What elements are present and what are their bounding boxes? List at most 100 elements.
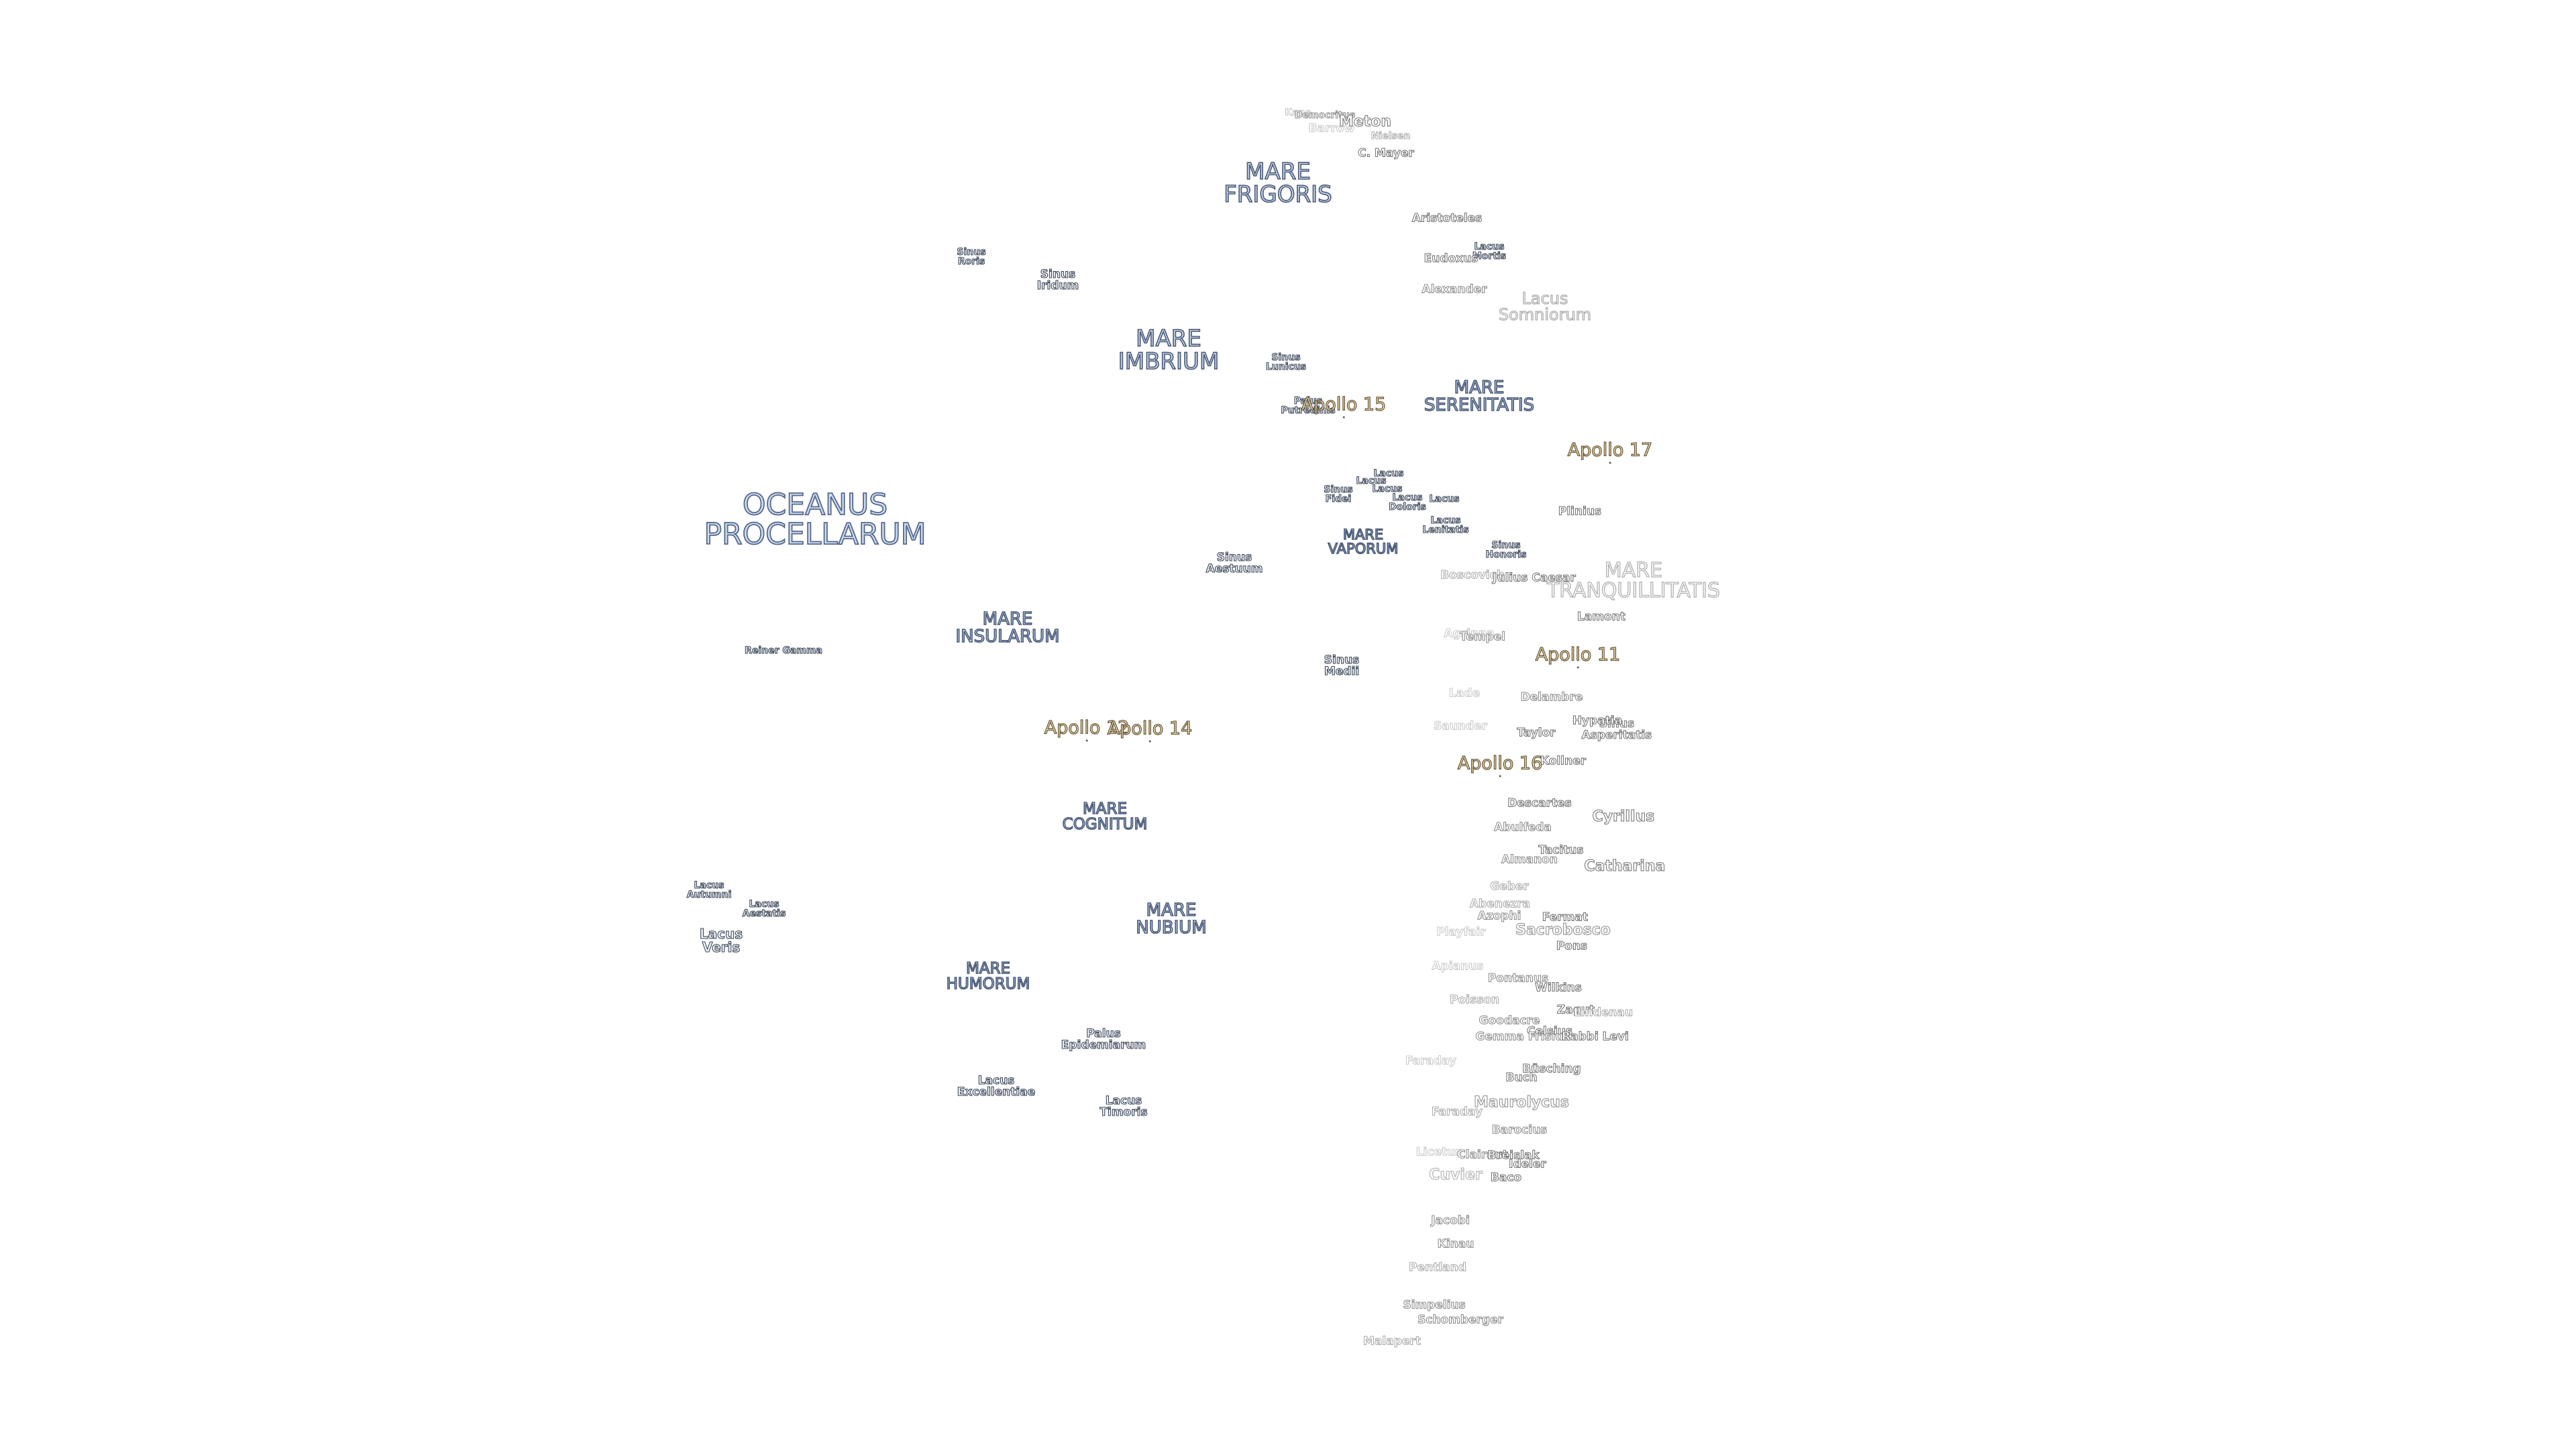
label-lacus-mortis[interactable]: Lacus Mortis bbox=[1472, 241, 1507, 262]
label-sinus-asperitatis[interactable]: Sinus Asperitatis bbox=[1581, 717, 1652, 742]
label-crater-taylor[interactable]: Taylor bbox=[1517, 726, 1556, 740]
label-crater-celsius[interactable]: Celsius bbox=[1527, 1024, 1573, 1038]
label-crater-eudoxus[interactable]: Eudoxus bbox=[1424, 252, 1479, 266]
label-lacus-doloris[interactable]: Lacus Doloris bbox=[1389, 492, 1427, 513]
label-crater-cuvier[interactable]: Cuvier bbox=[1429, 1167, 1483, 1183]
label-crater-boscovich[interactable]: Boscovich bbox=[1440, 568, 1505, 582]
label-crater-barocius[interactable]: Barocius bbox=[1491, 1123, 1548, 1137]
label-mare-insularum[interactable]: MARE INSULARUM bbox=[955, 609, 1061, 647]
label-crater-democritus[interactable]: Democritus bbox=[1294, 110, 1356, 121]
label-crater-hypatia[interactable]: Hypatia bbox=[1572, 714, 1623, 728]
label-lacus-timoris[interactable]: Lacus Timoris bbox=[1099, 1094, 1148, 1119]
label-sinus-honoris[interactable]: Sinus Honoris bbox=[1485, 540, 1527, 560]
apollo-15-marker[interactable]: Apollo 15 bbox=[1301, 394, 1387, 419]
label-lacus-lenitatis[interactable]: Lacus Lenitatis bbox=[1422, 515, 1469, 535]
label-crater-delambre[interactable]: Delambre bbox=[1520, 690, 1583, 704]
label-crater-pentland[interactable]: Pentland bbox=[1409, 1260, 1467, 1275]
label-crater-catharina[interactable]: Catharina bbox=[1584, 858, 1666, 875]
label-lacus-excellentiae[interactable]: Lacus Excellentiae bbox=[957, 1074, 1036, 1099]
label-crater-poisson[interactable]: Poisson bbox=[1450, 993, 1500, 1007]
label-crater-licetus[interactable]: Licetus bbox=[1415, 1145, 1462, 1159]
label-crater-saunder[interactable]: Saunder bbox=[1433, 719, 1488, 733]
label-crater-lamont[interactable]: Lamont bbox=[1577, 610, 1626, 624]
apollo-12-marker[interactable]: Apollo 12 bbox=[1044, 717, 1130, 742]
label-crater-ideler[interactable]: Ideler bbox=[1509, 1157, 1547, 1171]
label-lacus-d[interactable]: Lacus bbox=[1429, 494, 1460, 504]
label-mare-vaporum[interactable]: MARE VAPORUM bbox=[1328, 527, 1399, 557]
label-mare-frigoris[interactable]: MARE FRIGORIS bbox=[1223, 158, 1332, 208]
label-crater-azophi[interactable]: Azophi bbox=[1477, 909, 1521, 923]
label-crater-malapert[interactable]: Malapert bbox=[1363, 1334, 1421, 1348]
label-lacus-b[interactable]: Lacus bbox=[1356, 476, 1387, 486]
apollo-11-marker[interactable]: Apollo 11 bbox=[1535, 644, 1621, 669]
label-crater-fermat[interactable]: Fermat bbox=[1542, 910, 1589, 924]
label-crater-alexander[interactable]: Alexander bbox=[1421, 282, 1487, 297]
label-crater-wilkins[interactable]: Wilkins bbox=[1535, 981, 1582, 995]
label-crater-kane[interactable]: Kane bbox=[1285, 107, 1312, 118]
label-lacus-veris[interactable]: Lacus Veris bbox=[699, 926, 743, 955]
label-mare-serenitatis[interactable]: MARE SERENITATIS bbox=[1424, 378, 1535, 415]
label-crater-simpelius[interactable]: Simpelius bbox=[1403, 1298, 1466, 1312]
label-crater-agrippa[interactable]: Agrippa bbox=[1444, 627, 1495, 641]
label-crater-lindenau[interactable]: Lindenau bbox=[1573, 1006, 1633, 1020]
label-crater-c-mayer[interactable]: C. Mayer bbox=[1358, 146, 1415, 160]
label-lacus-somniorum[interactable]: Lacus Somniorum bbox=[1498, 289, 1592, 324]
label-crater-pontanus[interactable]: Pontanus bbox=[1487, 971, 1549, 985]
label-crater-lade[interactable]: Lade bbox=[1448, 686, 1481, 700]
apollo-16-marker[interactable]: Apollo 16 bbox=[1457, 753, 1543, 777]
label-crater-sacrobosco[interactable]: Sacrobosco bbox=[1515, 922, 1611, 938]
label-crater-cyrillus[interactable]: Cyrillus bbox=[1592, 808, 1655, 825]
label-lacus-aestatis[interactable]: Lacus Aestatis bbox=[742, 899, 786, 919]
label-crater-tacitus[interactable]: Tacitus bbox=[1538, 843, 1584, 857]
label-crater-pons[interactable]: Pons bbox=[1556, 939, 1588, 953]
label-crater-aristoteles[interactable]: Aristoteles bbox=[1411, 211, 1483, 225]
label-crater-zagut[interactable]: Zagut bbox=[1556, 1003, 1595, 1017]
apollo-17-marker[interactable]: Apollo 17 bbox=[1567, 439, 1653, 464]
label-mare-nubium[interactable]: MARE NUBIUM bbox=[1135, 900, 1207, 938]
label-crater-faraday-a[interactable]: Faraday bbox=[1405, 1054, 1457, 1068]
label-crater-abulfeda[interactable]: Abulfeda bbox=[1494, 820, 1552, 835]
label-crater-gemma-frisius[interactable]: Gemma Frisius bbox=[1475, 1030, 1570, 1044]
label-crater-julius-caesar[interactable]: Julius Caesar bbox=[1493, 571, 1576, 585]
label-oceanus-procellarum[interactable]: OCEANUS PROCELLARUM bbox=[704, 488, 927, 551]
label-sinus-fidei[interactable]: Sinus Fidei bbox=[1324, 484, 1353, 504]
label-mare-imbrium[interactable]: MARE IMBRIUM bbox=[1118, 325, 1220, 375]
label-crater-kollner[interactable]: Kollner bbox=[1540, 754, 1587, 768]
label-crater-clairaut[interactable]: Clairaut bbox=[1457, 1148, 1509, 1162]
label-sinus-lunicus[interactable]: Sinus Lunicus bbox=[1265, 352, 1307, 372]
label-crater-reiner-gamma[interactable]: Reiner Gamma bbox=[745, 645, 823, 656]
label-crater-barrow[interactable]: Barrow bbox=[1308, 121, 1355, 136]
label-crater-buch[interactable]: Buch bbox=[1505, 1071, 1538, 1085]
label-crater-schomberger[interactable]: Schomberger bbox=[1417, 1313, 1504, 1327]
label-lacus-c[interactable]: Lacus bbox=[1372, 484, 1403, 494]
label-crater-abenezra[interactable]: Abenezra bbox=[1469, 897, 1531, 911]
label-crater-jacobi[interactable]: Jacobi bbox=[1431, 1214, 1470, 1228]
label-crater-playfair[interactable]: Playfair bbox=[1436, 925, 1486, 939]
label-mare-humorum[interactable]: MARE HUMORUM bbox=[946, 960, 1030, 993]
label-crater-almanon[interactable]: Almanon bbox=[1501, 853, 1558, 867]
label-crater-apianus[interactable]: Apianus bbox=[1432, 959, 1484, 973]
label-crater-faraday-b[interactable]: Faraday bbox=[1431, 1105, 1483, 1119]
apollo-14-marker[interactable]: Apollo 14 bbox=[1107, 718, 1193, 743]
label-crater-baco[interactable]: Baco bbox=[1490, 1171, 1522, 1185]
label-palus-epidemiarum[interactable]: Palus Epidemiarum bbox=[1061, 1027, 1146, 1052]
label-sinus-roris[interactable]: Sinus Roris bbox=[957, 247, 986, 267]
label-mare-cognitum[interactable]: MARE COGNITUM bbox=[1062, 800, 1148, 833]
label-sinus-iridum[interactable]: Sinus Iridum bbox=[1036, 268, 1079, 292]
label-lacus-a[interactable]: Lacus bbox=[1373, 468, 1404, 479]
label-crater-meton[interactable]: Meton bbox=[1338, 113, 1392, 130]
label-crater-nielsen[interactable]: Nielsen bbox=[1371, 131, 1411, 142]
label-crater-plinius[interactable]: Plinius bbox=[1558, 504, 1602, 519]
label-lacus-autumni[interactable]: Lacus Autumni bbox=[686, 880, 732, 900]
label-crater-breislak[interactable]: Breislak bbox=[1487, 1148, 1540, 1163]
label-sinus-aestuum[interactable]: Sinus Aestuum bbox=[1205, 551, 1263, 576]
label-crater-descartes[interactable]: Descartes bbox=[1507, 796, 1572, 810]
label-crater-busching[interactable]: Büsching bbox=[1522, 1062, 1581, 1076]
label-crater-tempel[interactable]: Tempel bbox=[1459, 630, 1506, 644]
label-crater-maurolycus[interactable]: Maurolycus bbox=[1473, 1094, 1570, 1111]
label-crater-geber[interactable]: Geber bbox=[1490, 879, 1529, 894]
label-crater-kinau[interactable]: Kinau bbox=[1437, 1237, 1474, 1251]
label-mare-tranquillitatis[interactable]: MARE TRANQUILLITATIS bbox=[1546, 559, 1721, 602]
label-crater-goodacre[interactable]: Goodacre bbox=[1479, 1014, 1540, 1028]
label-palus-putredinis[interactable]: Palus Putredinis bbox=[1281, 396, 1336, 416]
